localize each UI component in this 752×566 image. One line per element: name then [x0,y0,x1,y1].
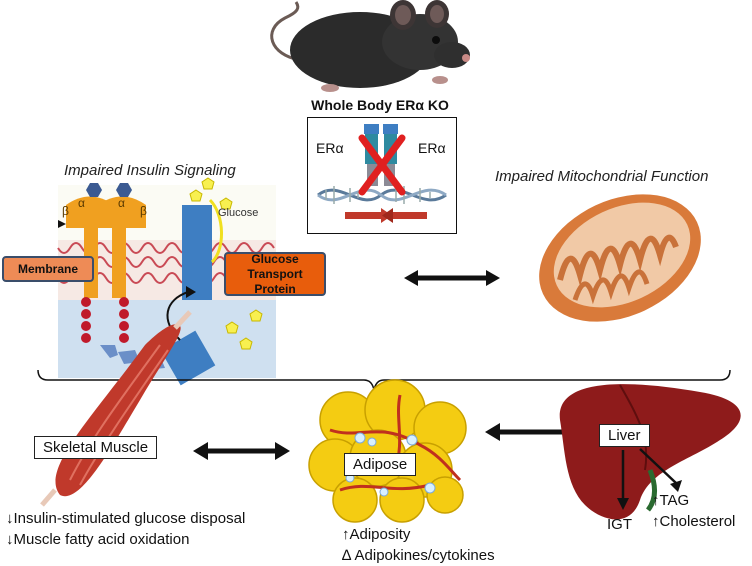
muscle-effect-2: ↓Muscle fatty acid oxidation [6,531,190,548]
glucose-label: Glucose [218,207,259,219]
adipose-effect-2: ∆ Adipokines/cytokines [342,547,495,564]
liver-effect-igt: IGT [607,516,632,533]
liver-effect-cholesterol: ↑Cholesterol [652,513,736,530]
alpha-label-left: α [78,196,85,210]
liver-effect-tag: ↑TAG [652,492,690,509]
knockout-title: Whole Body ERα KO [311,97,449,113]
membrane-label: Membrane [2,256,94,282]
alpha-label-right: α [118,196,125,210]
insulin-panel-title: Impaired Insulin Signaling [64,162,236,179]
adipose-effect-1: ↑Adiposity [342,526,411,543]
beta-label-right: β [140,204,147,218]
glucose-transport-protein-label: Glucose Transport Protein [224,252,326,296]
adipose-label: Adipose [344,453,417,476]
receptor-label-right: ERα [418,140,446,156]
skeletal-muscle-label: Skeletal Muscle [34,436,158,459]
muscle-effect-1: ↓Insulin-stimulated glucose disposal [6,510,246,527]
receptor-label-left: ERα [316,140,344,156]
mito-panel-title: Impaired Mitochondrial Function [495,168,709,185]
beta-label-left: β [62,204,69,218]
liver-label: Liver [599,424,650,447]
